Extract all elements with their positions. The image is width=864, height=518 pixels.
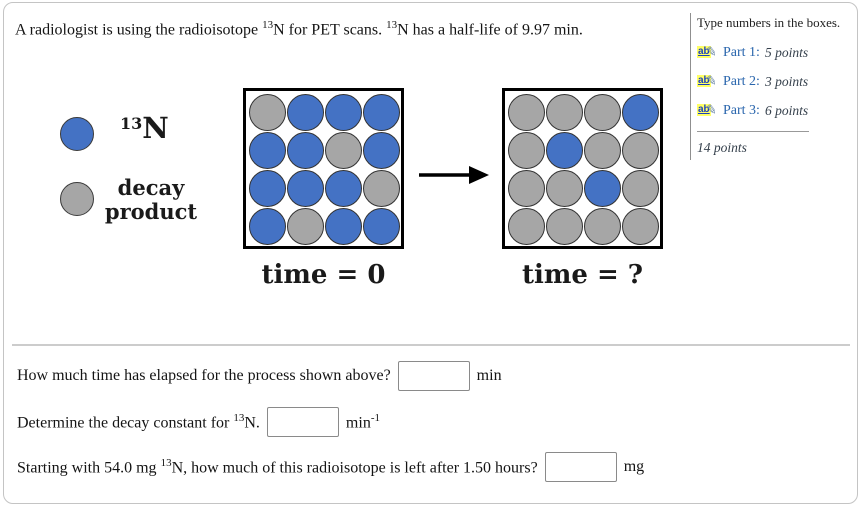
decay-product-atom — [508, 208, 545, 245]
isotope-mass-superscript: 13 — [233, 411, 245, 424]
total-points: 14 points — [697, 140, 747, 155]
isotope-atom — [325, 208, 362, 245]
isotope-atom — [249, 132, 286, 169]
decay-product-atom — [546, 94, 583, 131]
question-3-row: Starting with 54.0 mg 13N, how much of t… — [17, 452, 644, 482]
isotope-mass-superscript: 13 — [120, 114, 143, 133]
legend-isotope-label: 13N — [120, 111, 169, 145]
question-2-unit-base: min — [345, 414, 371, 432]
decay-product-line1: decay — [117, 175, 185, 200]
decay-product-atom — [584, 94, 621, 131]
part-3-row: ab ✎ Part 3: 6 points — [697, 100, 856, 119]
time-zero-label: time = 0 — [261, 260, 386, 290]
isotope-symbol: N — [142, 111, 169, 145]
question-1-answer-input[interactable] — [397, 361, 470, 391]
isotope-atom — [287, 132, 324, 169]
decay-product-atom — [363, 170, 400, 207]
decay-product-atom — [508, 170, 545, 207]
isotope-atom — [622, 94, 659, 131]
question-1-row: How much time has elapsed for the proces… — [17, 361, 502, 391]
isotope-atom — [325, 170, 362, 207]
decay-product-atom — [508, 132, 545, 169]
answer-entry-icon: ab ✎ — [697, 42, 718, 60]
question-3-text: Starting with 54.0 mg 13N, how much of t… — [17, 457, 538, 477]
statement-text: N for PET scans. — [273, 21, 387, 39]
part-3-points: 6 points — [764, 102, 809, 118]
time-unknown-label: time = ? — [521, 260, 644, 290]
part-2-row: ab ✎ Part 2: 3 points — [697, 71, 856, 90]
isotope-atom — [546, 132, 583, 169]
statement-text: A radiologist is using the radioisotope — [15, 21, 263, 39]
section-divider — [12, 344, 850, 346]
decay-product-atom — [584, 208, 621, 245]
isotope-atom — [249, 208, 286, 245]
decay-product-atom — [622, 132, 659, 169]
decay-product-atom — [508, 94, 545, 131]
question-2-unit: min-1 — [346, 412, 380, 432]
scoring-sidebar: Type numbers in the boxes. ab ✎ Part 1: … — [690, 13, 856, 160]
decay-product-atom — [622, 208, 659, 245]
isotope-mass-superscript: 13 — [386, 19, 398, 31]
question-2-text-post: N. — [244, 414, 260, 432]
ab-chip: ab — [697, 103, 711, 116]
legend-isotope-circle — [60, 117, 94, 151]
reaction-arrow-icon — [416, 161, 492, 194]
decay-product-atom — [584, 132, 621, 169]
atom-grid-time-0 — [243, 88, 404, 249]
question-1-unit: min — [476, 367, 502, 384]
isotope-atom — [363, 94, 400, 131]
question-3-text-post: N, how much of this radioisotope is left… — [171, 459, 538, 477]
question-3-unit: mg — [623, 458, 645, 475]
isotope-atom — [363, 208, 400, 245]
sidebar-instruction: Type numbers in the boxes. — [697, 15, 841, 30]
legend-decay-product-label: decay product — [92, 176, 210, 223]
isotope-atom — [325, 94, 362, 131]
isotope-mass-superscript: 13 — [262, 19, 274, 31]
question-1-text: How much time has elapsed for the proces… — [17, 367, 391, 384]
decay-product-atom — [546, 208, 583, 245]
part-1-row: ab ✎ Part 1: 5 points — [697, 42, 856, 61]
decay-product-line2: product — [104, 198, 198, 224]
atom-grid-time-unknown — [502, 88, 663, 249]
question-3-answer-input[interactable] — [544, 452, 617, 482]
part-1-points: 5 points — [764, 44, 809, 60]
part-3-link[interactable]: Part 3: — [723, 102, 760, 118]
question-2-text: Determine the decay constant for 13N. — [17, 412, 260, 432]
legend-decay-product-circle — [60, 182, 94, 216]
part-2-link[interactable]: Part 2: — [723, 73, 760, 89]
decay-product-atom — [622, 170, 659, 207]
sidebar-divider — [697, 131, 809, 132]
decay-product-atom — [325, 132, 362, 169]
answer-entry-icon: ab ✎ — [697, 71, 718, 89]
isotope-mass-superscript: 13 — [160, 456, 172, 469]
problem-statement: A radiologist is using the radioisotope … — [15, 19, 675, 39]
isotope-atom — [249, 170, 286, 207]
question-3-text-pre: Starting with 54.0 mg — [17, 459, 161, 477]
decay-product-atom — [546, 170, 583, 207]
question-2-answer-input[interactable] — [266, 407, 339, 437]
pencil-icon: ✎ — [705, 100, 718, 118]
pencil-icon: ✎ — [705, 71, 718, 89]
decay-product-atom — [249, 94, 286, 131]
question-2-unit-superscript: -1 — [370, 411, 380, 424]
statement-text: N has a half-life of 9.97 min. — [397, 21, 583, 39]
question-2-text-pre: Determine the decay constant for — [17, 414, 234, 432]
isotope-atom — [363, 132, 400, 169]
pencil-icon: ✎ — [705, 42, 718, 60]
part-2-points: 3 points — [764, 73, 809, 89]
isotope-atom — [287, 94, 324, 131]
ab-chip: ab — [697, 74, 711, 87]
isotope-atom — [287, 170, 324, 207]
answer-entry-icon: ab ✎ — [697, 100, 718, 118]
isotope-atom — [584, 170, 621, 207]
part-1-link[interactable]: Part 1: — [723, 44, 760, 60]
ab-chip: ab — [697, 45, 711, 58]
question-2-row: Determine the decay constant for 13N. mi… — [17, 407, 380, 437]
assignment-question-card: A radiologist is using the radioisotope … — [3, 2, 858, 504]
decay-product-atom — [287, 208, 324, 245]
